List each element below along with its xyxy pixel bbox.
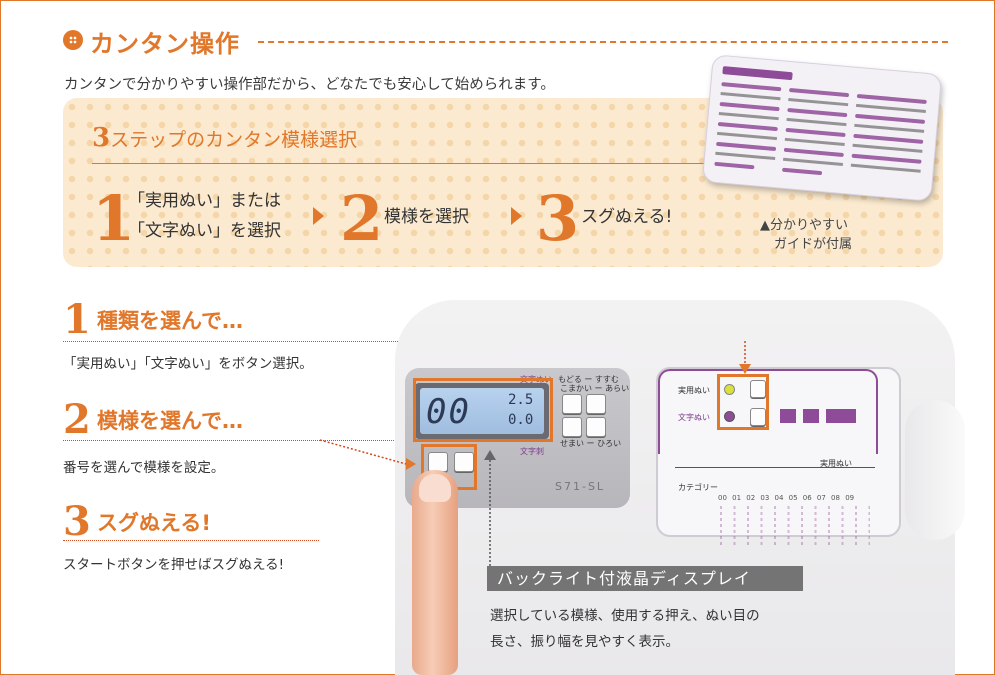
intro-text: カンタンで分かりやすい操作部だから、どなたでも安心して始められます。 bbox=[64, 77, 555, 93]
jitsuyo-select-button[interactable] bbox=[750, 380, 766, 398]
title-divider bbox=[258, 41, 948, 43]
button-icon bbox=[63, 30, 83, 50]
step-number-1: 1 bbox=[92, 182, 136, 255]
section-3-rule bbox=[63, 540, 319, 541]
category-label: カテゴリー bbox=[678, 483, 718, 492]
panel-label-semai: せまい ー ひろい bbox=[560, 439, 622, 448]
model-number: S71-SL bbox=[555, 480, 606, 493]
width-plus-key[interactable] bbox=[586, 417, 606, 437]
machine-side bbox=[905, 400, 965, 540]
step-1-line1: 「実用ぬい」または bbox=[128, 191, 281, 211]
panel-label-moji2: 文字刺 bbox=[520, 447, 544, 456]
lcd-desc-line1: 選択している模様、使用する押え、ぬい目の bbox=[490, 608, 760, 624]
step-arrow-icon bbox=[313, 207, 324, 225]
mode-square-icon bbox=[780, 409, 796, 423]
step-1-line2: 「文字ぬい」を選択 bbox=[128, 221, 281, 241]
length-plus-key[interactable] bbox=[586, 394, 606, 414]
lcd-stitch-width: 0.0 bbox=[508, 412, 534, 428]
panel-label-komakai: こまかい ー あらい bbox=[560, 384, 630, 393]
mode-buttons-highlight bbox=[717, 374, 769, 430]
width-minus-key[interactable] bbox=[562, 417, 582, 437]
mode-label-jitsuyo2: 実用ぬい bbox=[820, 459, 852, 468]
section-desc-3: スタートボタンを押せばスグぬえる! bbox=[63, 557, 285, 573]
step-number-2: 2 bbox=[340, 182, 384, 255]
arrow-right-icon bbox=[406, 458, 416, 470]
lcd-pattern-number: 00 bbox=[426, 392, 471, 432]
guide-caption-line1: ▲分かりやすい bbox=[760, 218, 848, 233]
section-title-2: 模様を選んで… bbox=[97, 409, 243, 433]
section-desc-2: 番号を選んで模様を設定。 bbox=[63, 460, 225, 476]
lcd-display bbox=[420, 388, 544, 434]
step-1-text: 「実用ぬい」または 「文字ぬい」を選択 bbox=[128, 186, 281, 246]
section-desc-1: 「実用ぬい」「文字ぬい」をボタン選択。 bbox=[63, 356, 313, 372]
lcd-stitch-length: 2.5 bbox=[508, 392, 534, 408]
panel-label-modoru: もどる ー すすむ bbox=[558, 375, 619, 384]
mode-panel bbox=[656, 367, 901, 537]
page-title: カンタン操作 bbox=[90, 30, 240, 58]
led-indicator-icon bbox=[724, 411, 735, 422]
arrow-up-icon bbox=[484, 450, 496, 460]
mode-panel-band bbox=[658, 369, 878, 454]
step-number-3: 3 bbox=[536, 182, 580, 255]
step-2-text: 模様を選択 bbox=[384, 207, 469, 227]
arrow-down-icon bbox=[739, 364, 751, 374]
step-box-title-num: 3 bbox=[92, 123, 111, 153]
section-title-1: 種類を選んで… bbox=[97, 309, 243, 333]
step-box-title-text: ステップのカンタン模様選択 bbox=[110, 129, 358, 151]
lcd-feature-desc: 選択している模様、使用する押え、ぬい目の 長さ、振り幅を見やすく表示。 bbox=[490, 603, 760, 655]
pattern-code-row: 00 01 02 03 04 05 06 07 08 09 bbox=[718, 494, 855, 502]
mode-square-icon bbox=[826, 409, 856, 423]
step-box-rule bbox=[92, 163, 708, 164]
step-arrow-icon bbox=[511, 207, 522, 225]
mode-label-jitsuyo: 実用ぬい bbox=[678, 386, 710, 395]
guide-caption: ▲分かりやすい ガイドが付属 bbox=[760, 216, 852, 254]
lcd-highlight bbox=[413, 378, 553, 442]
mode-square-icon bbox=[803, 409, 819, 423]
section-number-1: 1 bbox=[63, 296, 91, 343]
led-indicator-icon bbox=[724, 384, 735, 395]
section-number-2: 2 bbox=[63, 396, 91, 443]
finger-photo bbox=[412, 470, 458, 675]
panel-divider bbox=[675, 467, 875, 468]
step-3-text: スグぬえる! bbox=[581, 207, 673, 227]
pattern-columns bbox=[720, 506, 870, 546]
section-title-3: スグぬえる! bbox=[97, 511, 211, 535]
lcd-desc-line2: 長さ、振り幅を見やすく表示。 bbox=[490, 634, 679, 650]
guide-caption-line2: ガイドが付属 bbox=[774, 237, 853, 252]
step-box-title: 3ステップのカンタン模様選択 bbox=[92, 123, 357, 153]
section-2-leader-line bbox=[63, 440, 408, 441]
lcd-feature-label: バックライト付液晶ディスプレイ bbox=[487, 566, 803, 591]
mode-label-moji: 文字ぬい bbox=[678, 413, 710, 422]
section-number-3: 3 bbox=[63, 498, 91, 545]
pattern-up-key[interactable] bbox=[454, 452, 474, 472]
moji-select-button[interactable] bbox=[750, 408, 766, 426]
length-minus-key[interactable] bbox=[562, 394, 582, 414]
finger-nail bbox=[419, 474, 451, 502]
leader-line-2 bbox=[319, 439, 407, 465]
